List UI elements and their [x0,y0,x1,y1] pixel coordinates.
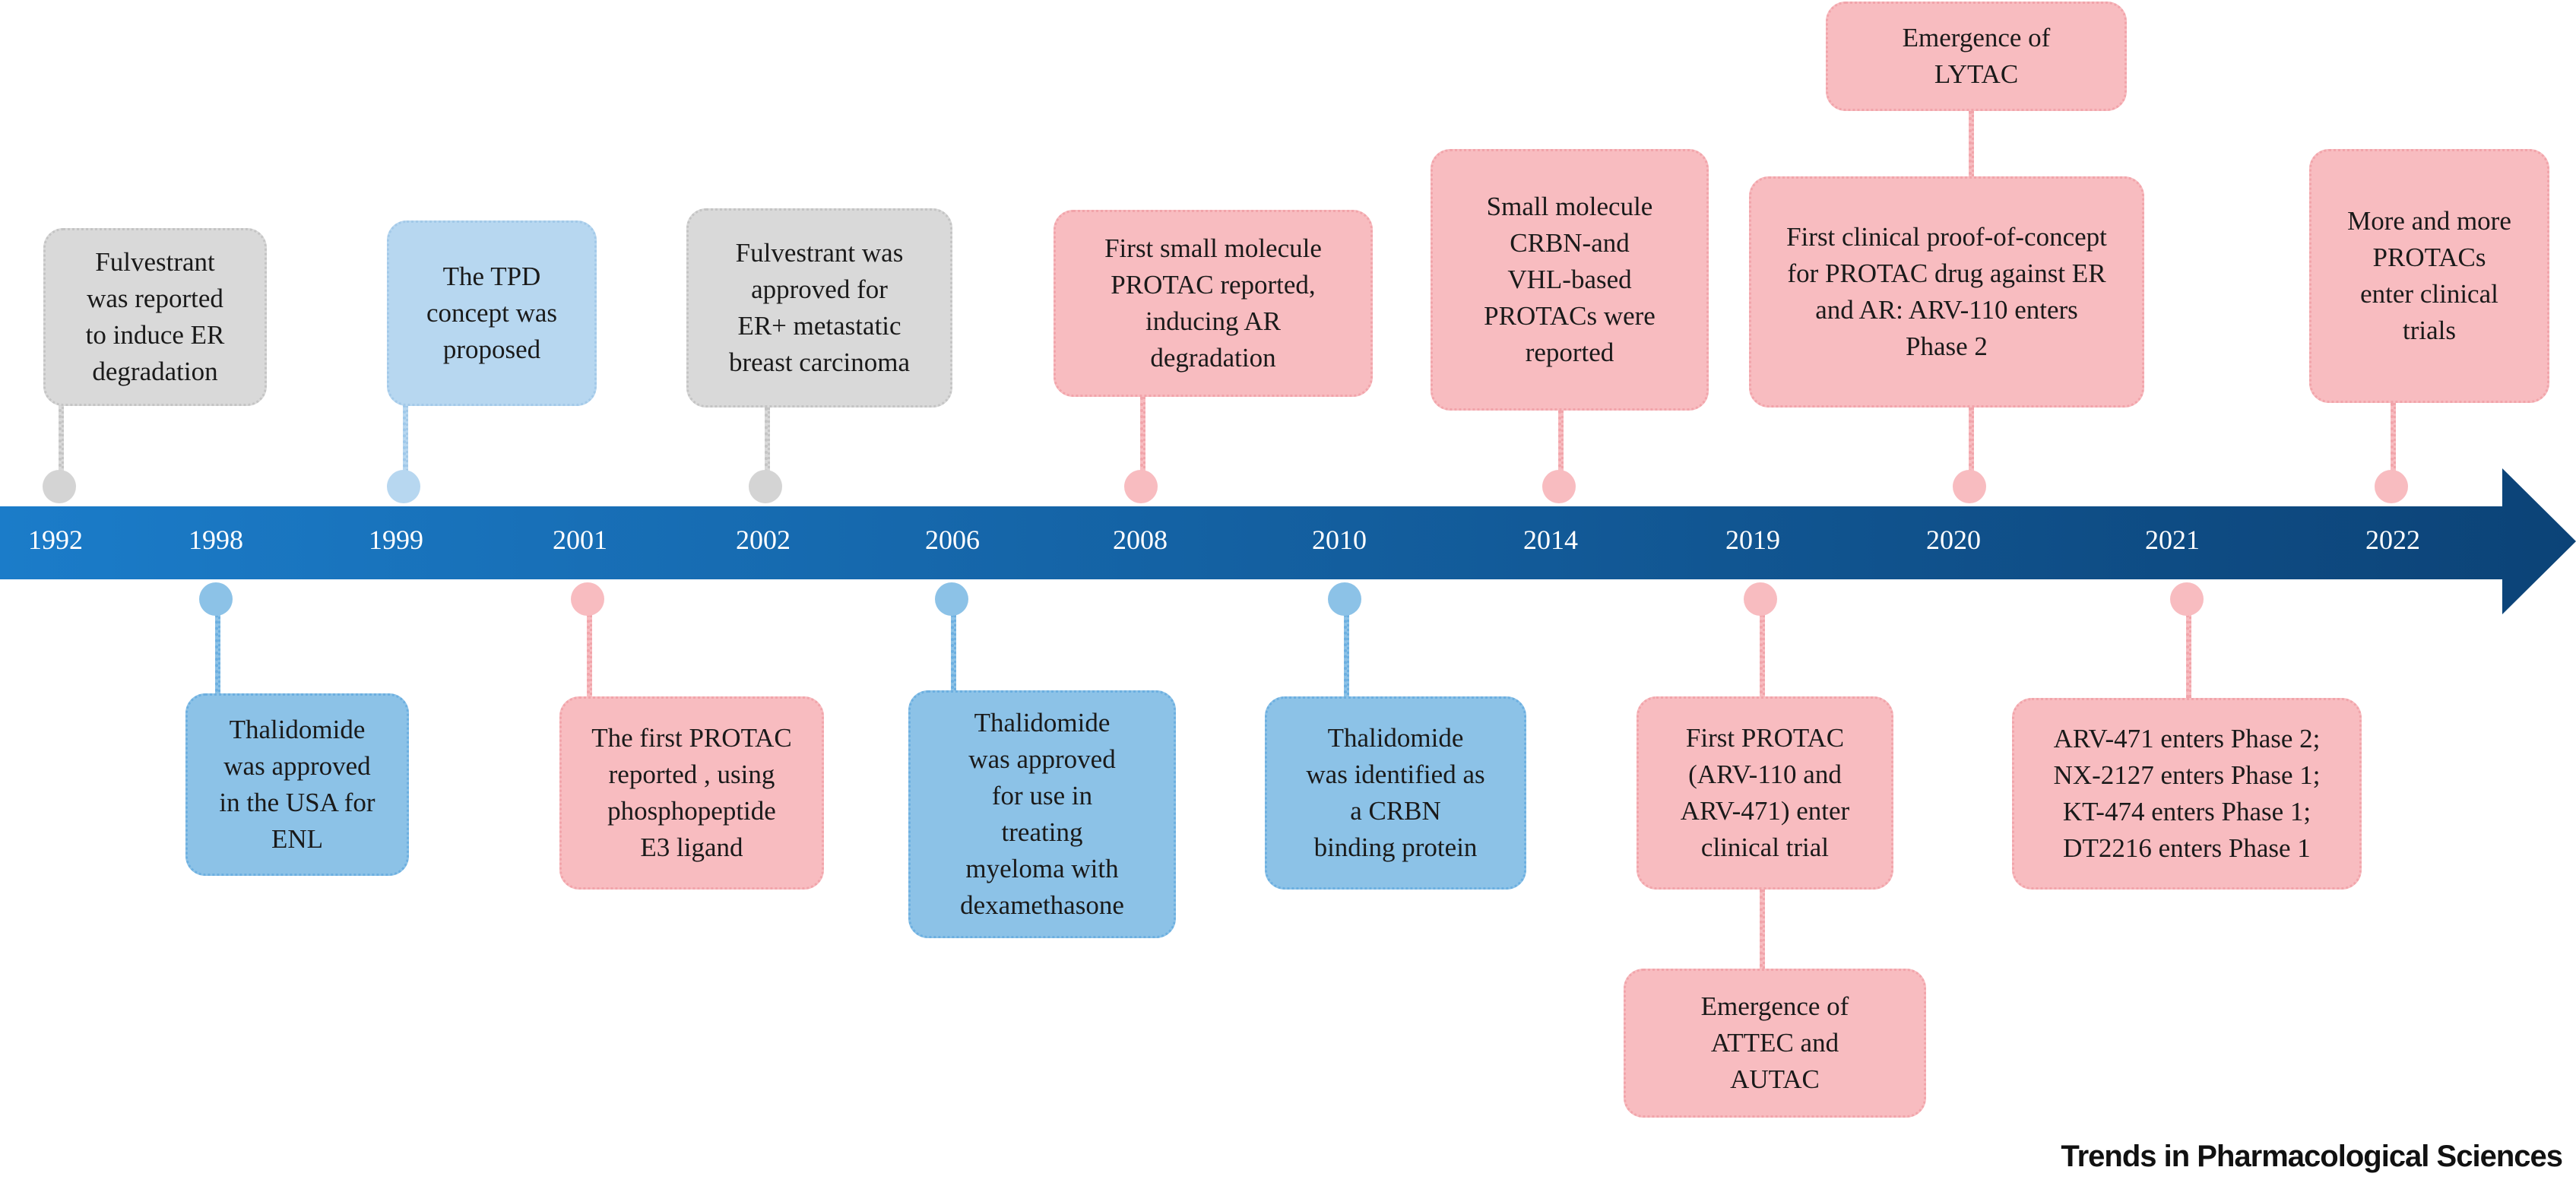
marker-2019 [1744,582,1777,616]
marker-2002 [749,470,782,503]
year-label: 1992 [28,525,83,555]
event-box-2002: Fulvestrant was approved for ER+ metasta… [686,208,952,408]
year-label: 2014 [1523,525,1578,555]
event-box-2014: Small molecule CRBN-and VHL-based PROTAC… [1431,149,1709,411]
event-box-2008: First small molecule PROTAC reported, in… [1054,210,1373,397]
year-label: 2010 [1312,525,1367,555]
event-box-2010: Thalidomide was identified as a CRBN bin… [1265,696,1526,890]
event-box-1992: Fulvestrant was reported to induce ER de… [43,228,267,406]
year-label: 2022 [2365,525,2420,555]
event-box-2020-secondary: Emergence of LYTAC [1826,2,2127,111]
year-label: 1999 [369,525,423,555]
connector-2021 [2186,602,2191,698]
year-label: 2001 [553,525,607,555]
marker-1999 [387,470,420,503]
marker-2008 [1124,470,1158,503]
marker-2022 [2375,470,2408,503]
event-box-2019: First PROTAC (ARV-110 and ARV-471) enter… [1637,696,1893,890]
connector-2019-secondary [1760,890,1765,973]
marker-2014 [1542,470,1576,503]
event-box-2001: The first PROTAC reported , using phosph… [559,696,824,890]
year-label: 2021 [2145,525,2200,555]
year-label: 2008 [1113,525,1168,555]
marker-2010 [1328,582,1361,616]
connector-2019 [1760,602,1765,699]
event-box-2021: ARV-471 enters Phase 2; NX-2127 enters P… [2012,698,2362,890]
event-box-2006: Thalidomide was approved for use in trea… [908,690,1176,938]
marker-2001 [571,582,604,616]
marker-1998 [199,582,233,616]
marker-2021 [2170,582,2204,616]
event-box-2019-secondary: Emergence of ATTEC and AUTAC [1624,969,1926,1118]
year-label: 2002 [736,525,791,555]
connector-2001 [587,602,592,699]
year-label: 1998 [189,525,243,555]
event-box-2022: More and more PROTACs enter clinical tri… [2309,149,2549,403]
connector-2020-secondary [1969,111,1974,181]
event-box-2020: First clinical proof-of-concept for PROT… [1749,176,2144,408]
event-box-1999: The TPD concept was proposed [387,220,597,406]
marker-2006 [935,582,968,616]
year-label: 2006 [925,525,980,555]
connector-2006 [951,602,956,695]
year-label: 2020 [1926,525,1981,555]
marker-2020 [1953,470,1986,503]
connector-2010 [1344,602,1349,699]
year-label: 2019 [1725,525,1780,555]
connector-1998 [215,602,220,698]
publisher-credit: Trends in Pharmacological Sciences [2061,1140,2563,1173]
event-box-1998: Thalidomide was approved in the USA for … [185,693,409,876]
marker-1992 [43,470,76,503]
